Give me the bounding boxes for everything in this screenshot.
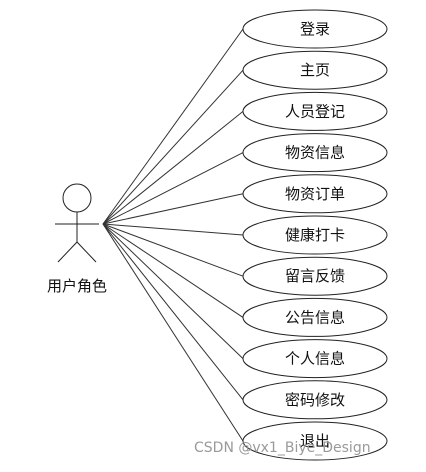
use-case-label: 密码修改 — [285, 391, 345, 409]
use-case: 密码修改 — [242, 380, 388, 420]
association-line — [102, 223, 244, 401]
use-case-ellipse — [242, 133, 388, 173]
association-line — [102, 223, 244, 442]
use-case-label: 退出 — [300, 432, 330, 450]
association-line — [102, 223, 244, 359]
association-line — [102, 223, 244, 318]
use-case-label: 主页 — [300, 61, 330, 79]
use-case-ellipse — [242, 297, 388, 337]
watermark: CSDN @vx1_Biye_Design — [194, 440, 371, 456]
association-line — [102, 223, 244, 277]
actor-head — [62, 183, 92, 213]
use-case-ellipse — [242, 215, 388, 255]
use-case: 健康打卡 — [242, 215, 388, 255]
use-case-label: 健康打卡 — [285, 226, 345, 244]
use-case: 物资订单 — [242, 174, 388, 214]
actor: 用户角色 — [47, 183, 107, 295]
use-case-label: 个人信息 — [285, 350, 345, 368]
actor-left-leg — [57, 241, 78, 263]
use-case: 个人信息 — [242, 339, 388, 379]
use-case-label: 留言反馈 — [285, 267, 345, 285]
association-line — [102, 69, 244, 225]
use-case-ellipse — [242, 256, 388, 296]
use-case: 登录 — [242, 9, 388, 49]
actor-right-leg — [76, 241, 97, 263]
use-case-label: 公告信息 — [285, 308, 345, 326]
use-case-ellipse — [242, 339, 388, 379]
use-case: 退出 — [242, 421, 388, 461]
use-case-ellipse — [242, 380, 388, 420]
use-case-label: 登录 — [300, 20, 330, 38]
use-case-ellipse — [242, 50, 388, 90]
use-case-ellipse — [242, 174, 388, 214]
use-case-ellipse — [242, 421, 388, 461]
actor-label: 用户角色 — [47, 277, 107, 295]
use-case: 留言反馈 — [242, 256, 388, 296]
use-case-label: 物资信息 — [285, 144, 345, 162]
association-line — [102, 223, 244, 236]
use-case: 物资信息 — [242, 133, 388, 173]
association-line — [102, 111, 244, 225]
use-case: 主页 — [242, 50, 388, 90]
use-case-ellipse — [242, 91, 388, 131]
association-lines — [102, 28, 244, 442]
use-case-label: 物资订单 — [285, 185, 345, 203]
use-case: 人员登记 — [242, 91, 388, 131]
use-case-label: 人员登记 — [285, 102, 345, 120]
use-case-ellipse — [242, 9, 388, 49]
association-line — [102, 152, 244, 225]
association-line — [102, 193, 244, 225]
use-case: 公告信息 — [242, 297, 388, 337]
association-line — [102, 28, 244, 225]
